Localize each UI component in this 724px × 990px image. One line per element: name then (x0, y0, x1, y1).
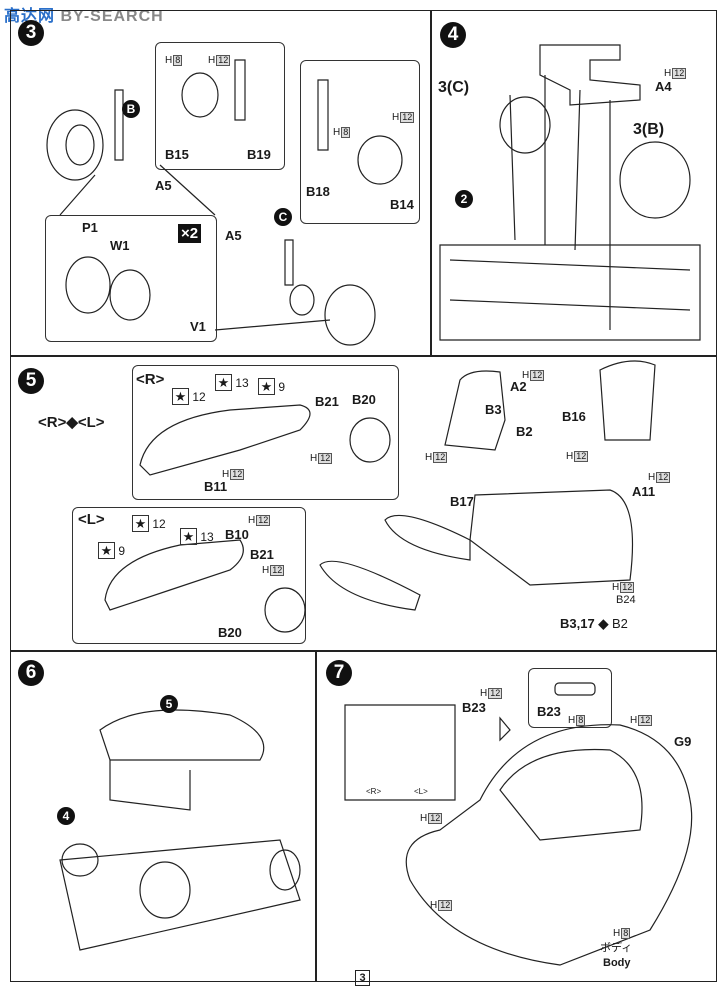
paint-star-13: ★ 13 (180, 528, 214, 545)
ref-step-5: 5 (160, 695, 178, 713)
part-b16: B16 (562, 409, 586, 424)
watermark: 高达网 BY-SEARCH (4, 8, 164, 25)
step-7-number: 7 (326, 660, 352, 686)
r-l-symmetry-note: <R>◆<L> (38, 414, 105, 431)
part-b19: B19 (247, 147, 271, 162)
panel-step-3 (10, 10, 432, 357)
inset-l-label: <L> (414, 787, 428, 796)
step-6-number: 6 (18, 660, 44, 686)
part-b2: B2 (516, 424, 533, 439)
part-b18: B18 (306, 184, 330, 199)
detail-box-wheel (45, 215, 217, 342)
part-a2: A2 (510, 379, 527, 394)
part-v1: V1 (190, 319, 206, 334)
subassembly-c-marker: C (274, 208, 292, 226)
detail-box-dash-l (72, 507, 306, 644)
part-g9: G9 (674, 734, 692, 749)
detail-box-dash-r (132, 365, 399, 500)
subassembly-b-marker: B (122, 100, 140, 118)
ref-step-2: 2 (455, 190, 473, 208)
dash-l-label: <L> (78, 511, 105, 528)
detail-box-mirror (528, 668, 612, 728)
part-b23: B23 (462, 700, 486, 715)
part-a11: A11 (632, 484, 656, 499)
panel-step-6 (10, 650, 317, 982)
quantity-x2: ×2 (178, 224, 202, 243)
part-b15: B15 (165, 147, 189, 162)
part-b14: B14 (390, 197, 414, 212)
paint-star-9: ★ 9 (258, 378, 285, 395)
part-w1: W1 (110, 238, 130, 253)
part-a5: A5 (155, 178, 172, 193)
ref-step-3c: 3(C) (438, 79, 470, 96)
ref-step-4: 4 (57, 807, 75, 825)
panel-step-7 (315, 650, 717, 982)
panel-step-5 (10, 355, 717, 652)
detail-box-rear-suspension (300, 60, 420, 224)
paint-star-12: ★ 12 (132, 515, 166, 532)
paint-star-13: ★ 13 (215, 374, 249, 391)
inset-r-label: <R> (366, 787, 382, 796)
step-3-number: 3 (18, 20, 44, 46)
step-4-number: 4 (440, 22, 466, 48)
step-5-number: 5 (18, 368, 44, 394)
detail-box-front-suspension (155, 42, 285, 170)
part-b21: B21 (250, 547, 274, 562)
part-b3-17-symmetry: B3,17 ◆ B2 (560, 616, 628, 631)
part-b20: B20 (218, 625, 242, 640)
part-p1: P1 (82, 220, 98, 235)
paint-star-9: ★ 9 (98, 542, 125, 559)
panel-step-4 (430, 10, 717, 357)
ref-step-3b: 3(B) (633, 121, 665, 138)
paint-star-12: ★ 12 (172, 388, 206, 405)
part-a5: A5 (225, 228, 242, 243)
part-b11: B11 (204, 479, 228, 494)
part-b10: B10 (225, 527, 249, 542)
body-label-en: Body (603, 957, 631, 969)
body-label-jp: ボディ (600, 942, 633, 954)
part-b21: B21 (315, 394, 339, 409)
part-b23: B23 (537, 704, 561, 719)
part-b24: B24 (616, 594, 636, 606)
page-number: 3 (355, 970, 370, 986)
part-b17: B17 (450, 494, 474, 509)
part-a4: A4 (655, 79, 672, 94)
part-b20: B20 (352, 392, 376, 407)
part-b3: B3 (485, 402, 502, 417)
dash-r-label: <R> (136, 371, 165, 388)
